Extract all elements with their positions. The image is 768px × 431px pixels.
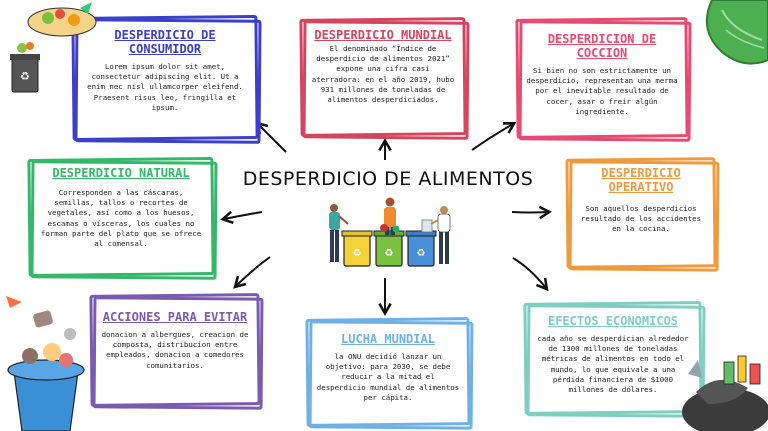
garbage-pile-icon bbox=[682, 355, 768, 431]
card-mundial-text: El denominado “Índice de desperdicio de … bbox=[311, 44, 455, 105]
card-coccion: DESPERDICION DE COCCION Si bien no son e… bbox=[515, 17, 692, 142]
card-operativo-text: Son aquellos desperdicios resultado de l… bbox=[580, 204, 702, 234]
arrow-to-operativo bbox=[511, 205, 552, 220]
card-consumidor: DESPERDICIO DE CONSUMIDOR Lorem ipsum do… bbox=[71, 15, 262, 144]
food-waste-bin-icon: ♻ bbox=[10, 2, 97, 93]
card-consumidor-text: Lorem ipsum dolor sit amet, consectetur … bbox=[87, 62, 243, 112]
card-efectos-title: EFECTOS ECONOMICOS bbox=[547, 314, 679, 328]
card-lucha-text: la ONU decidió lanzar un objetivo: para … bbox=[316, 352, 460, 402]
card-lucha: LUCHA MUNDIAL la ONU decidió lanzar un o… bbox=[305, 317, 474, 430]
card-acciones-text: donacion a albergues, creacion de compos… bbox=[101, 330, 249, 370]
card-natural: DESPERDICIO NATURAL Corresponden a las c… bbox=[27, 157, 218, 280]
card-natural-text: Corresponden a las cáscaras, semillas, t… bbox=[40, 188, 202, 249]
card-operativo: DESPERDICIO OPERATIVO Son aquellos despe… bbox=[565, 157, 720, 272]
main-title: DESPERDICIO DE ALIMENTOS bbox=[242, 168, 534, 190]
card-coccion-title: DESPERDICION DE COCCION bbox=[547, 32, 657, 60]
svg-text:♻: ♻ bbox=[417, 248, 426, 259]
card-coccion-text: Si bien no son estrictamente un desperdi… bbox=[526, 66, 678, 116]
svg-text:♻: ♻ bbox=[20, 70, 30, 83]
card-consumidor-title: DESPERDICIO DE CONSUMIDOR bbox=[114, 28, 216, 56]
arrow-to-coccion bbox=[471, 122, 517, 151]
card-mundial: DESPERDICIO MUNDIAL El denominado “Índic… bbox=[299, 17, 470, 140]
svg-text:♻: ♻ bbox=[385, 248, 394, 259]
arrow-to-acciones bbox=[233, 256, 271, 289]
overflowing-trash-bin-icon bbox=[6, 296, 85, 431]
card-natural-title: DESPERDICIO NATURAL bbox=[52, 166, 190, 180]
card-operativo-title: DESPERDICIO OPERATIVO bbox=[601, 166, 681, 194]
card-lucha-title: LUCHA MUNDIAL bbox=[341, 332, 435, 346]
arrow-to-efectos bbox=[512, 257, 549, 292]
arrow-to-consumidor bbox=[255, 121, 287, 153]
card-efectos-text: cada año se desperdician alrededor de 13… bbox=[537, 334, 689, 395]
lettuce-leaf-icon bbox=[705, 0, 768, 65]
card-acciones: ACCIONES PARA EVITAR donacion a albergue… bbox=[89, 293, 264, 410]
card-mundial-title: DESPERDICIO MUNDIAL bbox=[314, 28, 452, 42]
people-recycling-bins-illustration: ♻ ♻ ♻ bbox=[329, 197, 451, 267]
card-acciones-title: ACCIONES PARA EVITAR bbox=[102, 310, 248, 324]
svg-text:♻: ♻ bbox=[353, 248, 362, 259]
arrow-to-natural bbox=[220, 210, 263, 225]
card-efectos: EFECTOS ECONOMICOS cada año se desperdic… bbox=[523, 301, 706, 418]
